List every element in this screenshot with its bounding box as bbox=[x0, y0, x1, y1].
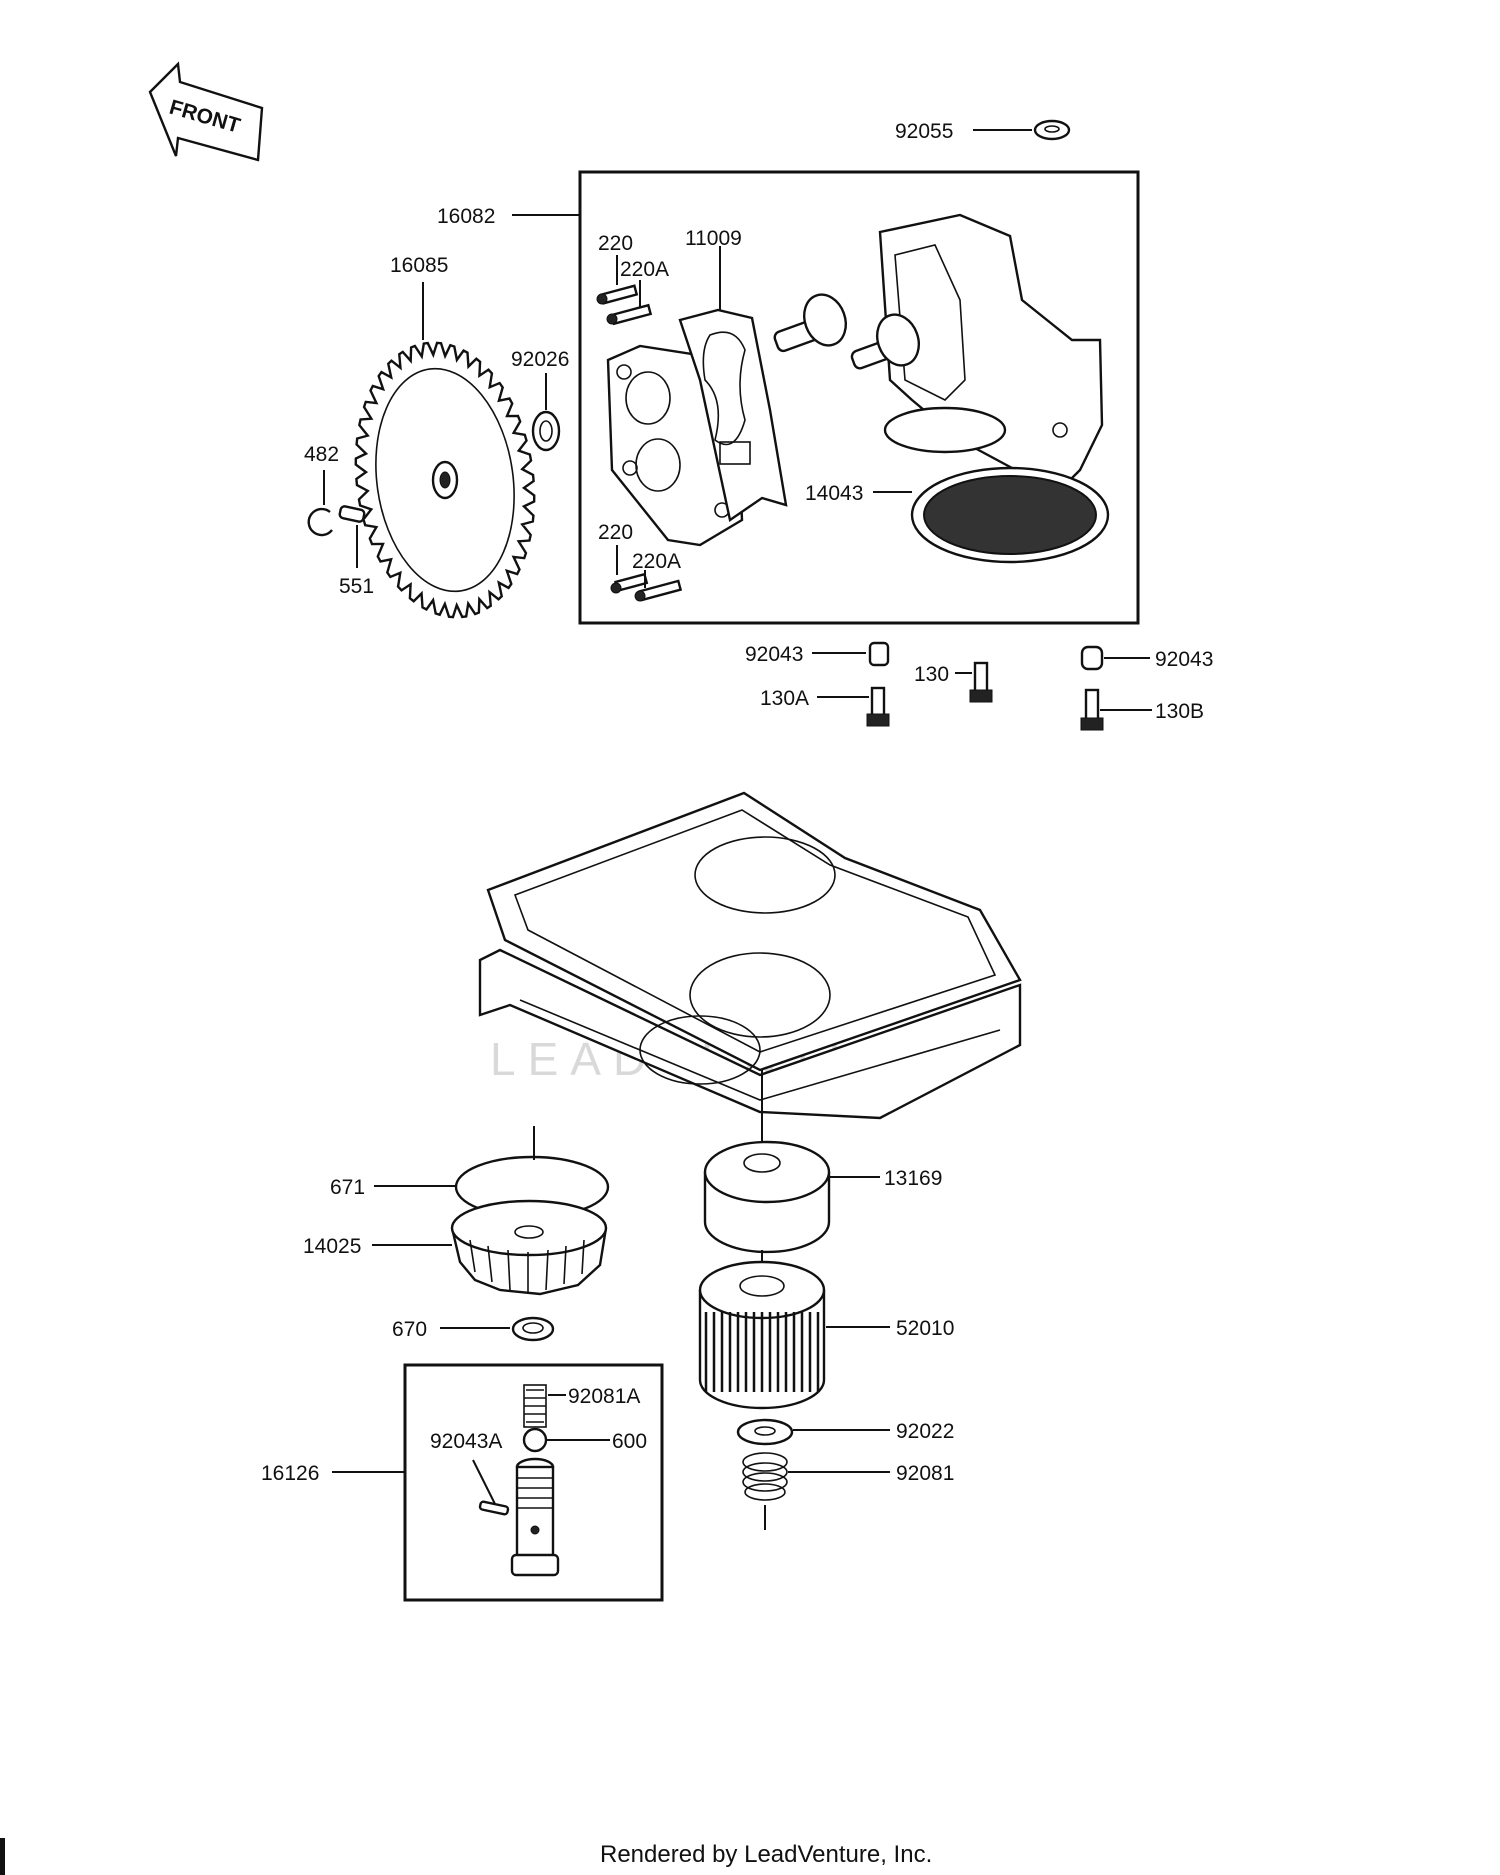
gasket-11009-icon bbox=[678, 308, 788, 523]
pump-gear-outer-icon bbox=[850, 313, 920, 370]
label-482: 482 bbox=[304, 443, 339, 466]
pin-92043A-icon bbox=[478, 1500, 510, 1516]
bolt-130B-icon bbox=[1080, 688, 1104, 731]
washer-92026-icon bbox=[531, 410, 561, 452]
label-671: 671 bbox=[330, 1176, 365, 1199]
label-92026: 92026 bbox=[511, 348, 569, 371]
washer-92022-icon bbox=[736, 1418, 794, 1446]
label-600: 600 bbox=[612, 1430, 647, 1453]
label-13169: 13169 bbox=[884, 1167, 942, 1190]
screw-220A-bottom-icon bbox=[634, 579, 683, 602]
pump-gear-inner-icon bbox=[773, 293, 847, 353]
label-92043A: 92043A bbox=[430, 1430, 502, 1453]
spring-92081-icon bbox=[742, 1452, 788, 1501]
oil-pump-assembly-frame bbox=[578, 170, 1140, 625]
bracket-14025-icon bbox=[450, 1199, 608, 1296]
valve-body-icon bbox=[510, 1457, 560, 1577]
pump-body-icon bbox=[878, 213, 1104, 492]
label-92043-left: 92043 bbox=[745, 643, 803, 666]
label-14025: 14025 bbox=[303, 1235, 361, 1258]
bolt-130A-icon bbox=[866, 686, 890, 727]
washer-92055-icon bbox=[1033, 119, 1071, 141]
relief-valve-assembly-frame bbox=[403, 1363, 664, 1602]
label-551: 551 bbox=[339, 575, 374, 598]
oil-pan-gasket-icon bbox=[486, 791, 1022, 1072]
collar-92043-left-icon bbox=[868, 641, 890, 667]
label-130B: 130B bbox=[1155, 700, 1204, 723]
label-92055: 92055 bbox=[895, 120, 953, 143]
label-92043-right: 92043 bbox=[1155, 648, 1213, 671]
bolt-130-icon bbox=[969, 661, 993, 703]
spring-92081A-icon bbox=[523, 1384, 547, 1428]
label-14043: 14043 bbox=[805, 482, 863, 505]
label-52010: 52010 bbox=[896, 1317, 954, 1340]
front-arrow-icon: FRONT bbox=[148, 61, 264, 162]
label-92081A: 92081A bbox=[568, 1385, 640, 1408]
ball-600-icon bbox=[522, 1427, 548, 1453]
screw-220A-top-icon bbox=[606, 303, 653, 326]
collar-92043-right-icon bbox=[1080, 645, 1104, 671]
label-92022: 92022 bbox=[896, 1420, 954, 1443]
screw-220-top-icon bbox=[596, 284, 639, 305]
label-130A: 130A bbox=[760, 687, 809, 710]
label-670: 670 bbox=[392, 1318, 427, 1341]
oil-pan-icon bbox=[478, 948, 1022, 1120]
filter-cover-13169-icon bbox=[703, 1140, 831, 1254]
edge-mark bbox=[0, 1838, 5, 1875]
label-92081: 92081 bbox=[896, 1462, 954, 1485]
oil-filter-52010-icon bbox=[698, 1260, 826, 1410]
label-16085: 16085 bbox=[390, 254, 448, 277]
sprocket-16085-icon bbox=[354, 341, 536, 619]
pin-551-icon bbox=[338, 505, 366, 523]
label-130: 130 bbox=[914, 663, 949, 686]
oil-screen-14043-icon bbox=[910, 466, 1110, 564]
o-ring-670-icon bbox=[511, 1316, 555, 1342]
label-16126: 16126 bbox=[261, 1462, 319, 1485]
label-220A-top: 220A bbox=[620, 258, 669, 281]
label-220-top: 220 bbox=[598, 232, 633, 255]
label-16082: 16082 bbox=[437, 205, 495, 228]
label-220-bottom: 220 bbox=[598, 521, 633, 544]
circlip-482-icon bbox=[307, 507, 333, 537]
label-11009: 11009 bbox=[685, 227, 742, 250]
footer-credit: Rendered by LeadVenture, Inc. bbox=[600, 1841, 932, 1868]
label-220A-bottom: 220A bbox=[632, 550, 681, 573]
